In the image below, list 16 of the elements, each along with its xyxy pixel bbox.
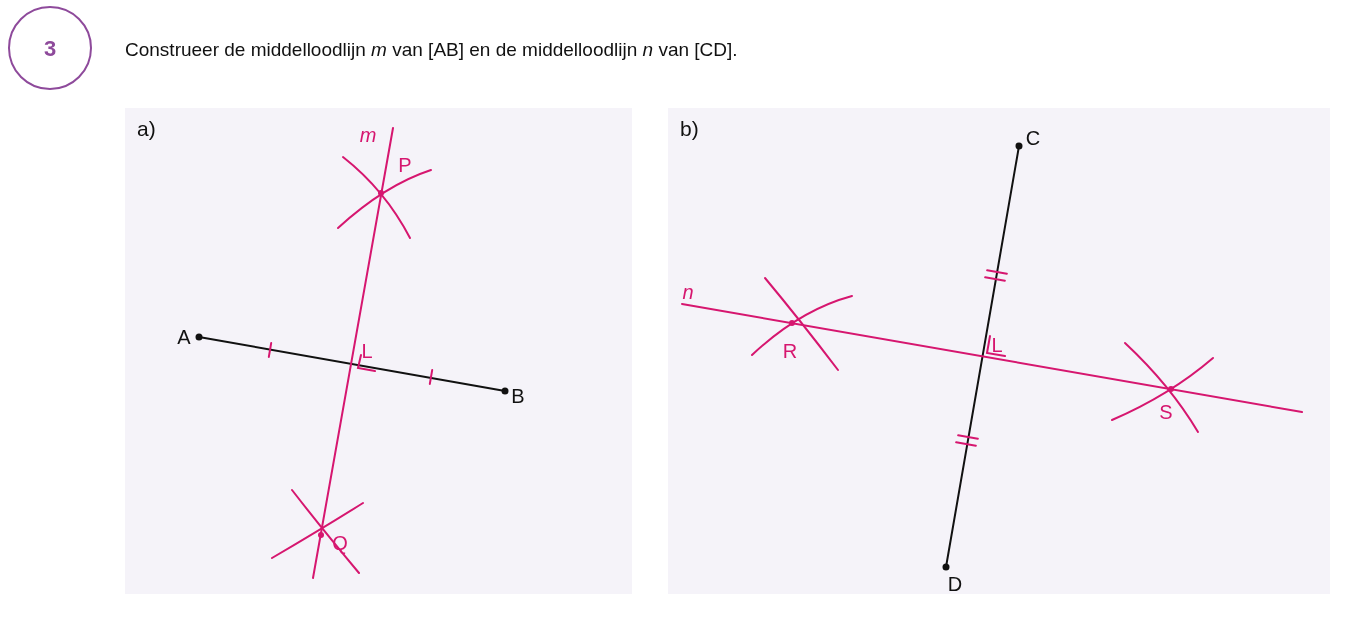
point-label: B xyxy=(511,386,525,406)
exercise-panel xyxy=(668,108,1330,594)
point-label: m xyxy=(359,125,377,145)
point-label: A xyxy=(177,327,191,347)
point-label: n xyxy=(682,282,694,302)
point-label: S xyxy=(1159,402,1173,422)
exercise-panel xyxy=(125,108,632,594)
panel-label: a) xyxy=(137,118,156,139)
panel-label: b) xyxy=(680,118,699,139)
instruction-text: Construeer de middelloodlijn m van [AB] en de middelloodlijn n van [CD]. xyxy=(125,38,738,62)
point-label: L xyxy=(361,341,373,361)
point-label: R xyxy=(782,341,798,361)
point-label: L xyxy=(991,335,1003,355)
point-label: C xyxy=(1025,128,1041,148)
point-label: P xyxy=(398,155,412,175)
point-label: D xyxy=(947,574,963,594)
